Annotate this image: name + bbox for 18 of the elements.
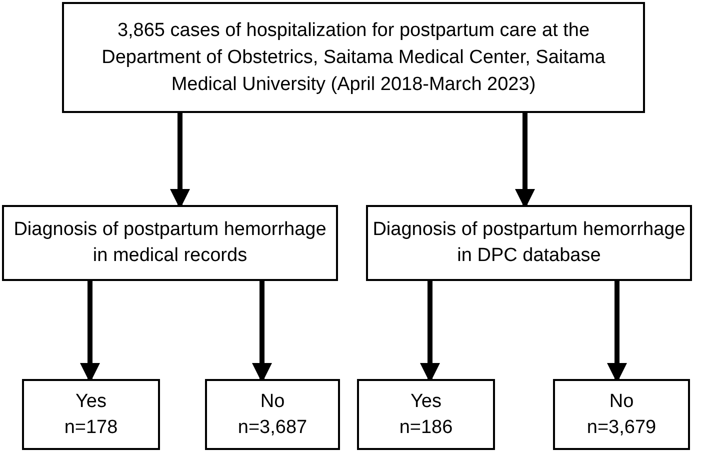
box-text: n=3,687 — [238, 416, 308, 440]
box-text: n=186 — [399, 416, 453, 440]
result-box — [205, 379, 340, 450]
diagnosis-box — [366, 205, 692, 281]
box-text: Yes — [410, 390, 442, 414]
result-box — [22, 379, 160, 450]
box-text: n=178 — [64, 416, 118, 440]
result-box — [553, 379, 690, 450]
box-text: Diagnosis of postpartum hemorrhage in medical records — [12, 218, 328, 268]
box-text: n=3,679 — [586, 416, 656, 440]
cohort-box — [62, 2, 645, 113]
box-text: No — [609, 390, 634, 414]
box-text: 3,865 cases of hospitalization for postpartum care at the Department of Obstetrics, Saitama Medical Center, Saitama Medical University (April 2018-March 2023) — [100, 19, 606, 97]
diagnosis-box — [2, 205, 338, 281]
box-text: Diagnosis of postpartum hemorrhage in DPC database — [372, 218, 686, 268]
box-text: Yes — [76, 390, 106, 414]
box-text: No — [260, 390, 285, 414]
result-box — [357, 379, 495, 450]
